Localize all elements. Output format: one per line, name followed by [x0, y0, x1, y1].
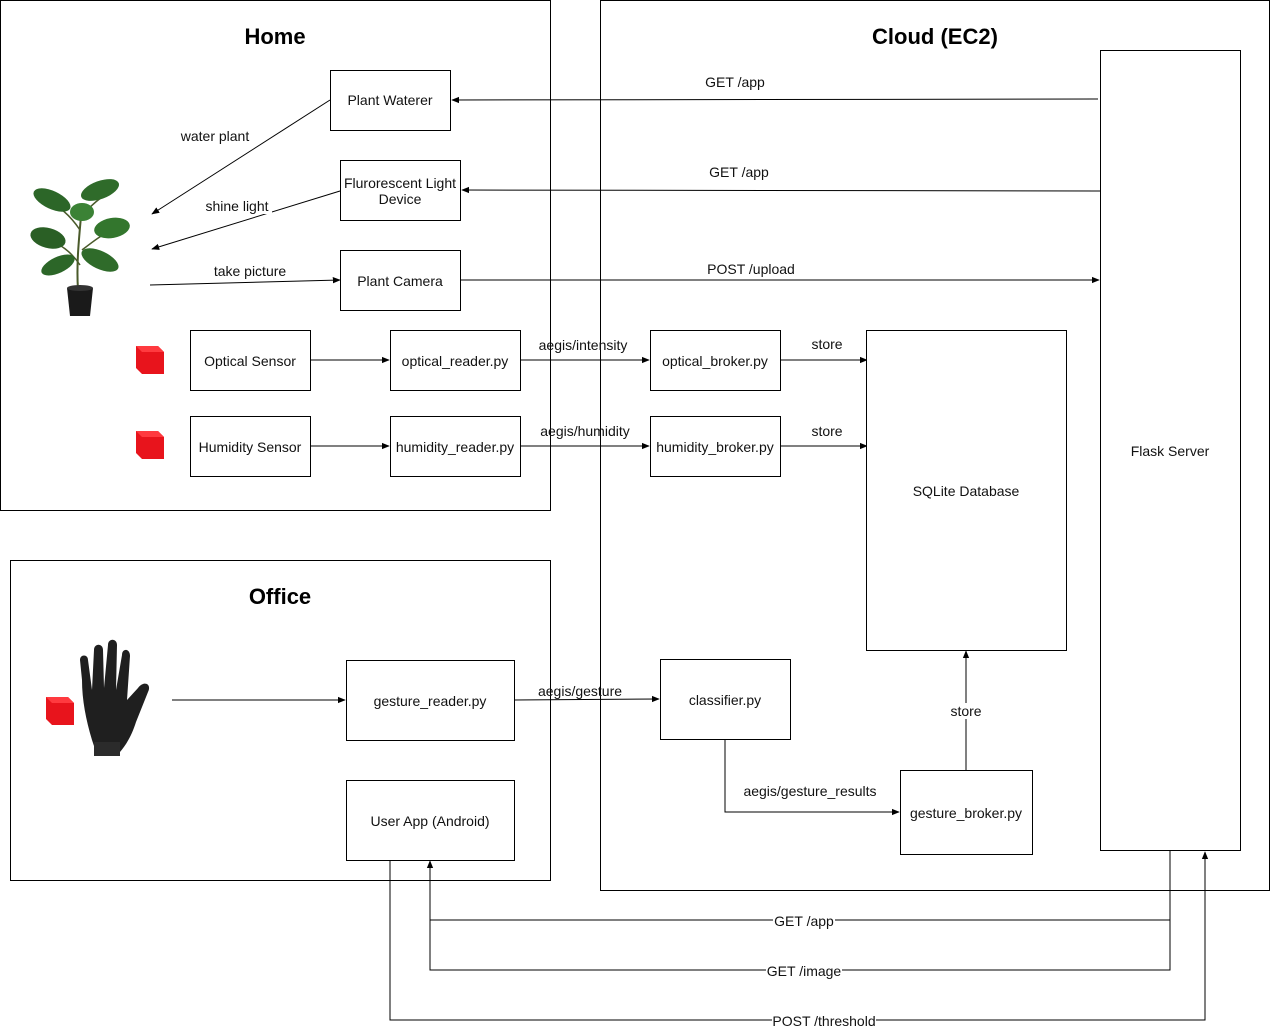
- red-sensor-icon: [46, 697, 74, 725]
- humidity-sensor-label: Humidity Sensor: [199, 439, 302, 455]
- flask-server-label: Flask Server: [1131, 443, 1210, 459]
- light-device-label-line2: Device: [379, 191, 422, 207]
- optical-broker-node: optical_broker.py: [650, 330, 781, 391]
- edge-get-app-light: [461, 186, 1101, 194]
- flask-server-node: Flask Server: [1100, 50, 1241, 851]
- humidity-broker-label: humidity_broker.py: [656, 439, 774, 455]
- plant-waterer-label: Plant Waterer: [347, 92, 432, 108]
- optical-broker-label: optical_broker.py: [662, 353, 768, 369]
- sqlite-database-node: SQLite Database: [866, 330, 1067, 651]
- label-store-optical: store: [811, 336, 842, 352]
- office-title: Office: [249, 584, 311, 609]
- red-sensor-icon: [136, 346, 164, 374]
- optical-sensor-node: Optical Sensor: [190, 330, 311, 391]
- label-get-app-light: GET /app: [709, 164, 769, 180]
- edge-aegis-gesture-results: [724, 740, 900, 816]
- edge-water-plant: [151, 99, 331, 215]
- label-bg-store-gesture: [946, 703, 986, 719]
- humidity-sensor-node: Humidity Sensor: [190, 416, 311, 477]
- gesture-broker-node: gesture_broker.py: [900, 770, 1033, 855]
- label-aegis-gesture-results: aegis/gesture_results: [743, 783, 876, 799]
- plant-camera-label: Plant Camera: [357, 273, 443, 289]
- home-region: [0, 0, 551, 511]
- edge-shine-light: [151, 190, 341, 250]
- label-shine-light: shine light: [205, 198, 268, 214]
- optical-sensor-label: Optical Sensor: [204, 353, 296, 369]
- plant-waterer-node: Plant Waterer: [330, 70, 451, 131]
- humidity-reader-label: humidity_reader.py: [396, 439, 514, 455]
- home-title: Home: [244, 24, 305, 49]
- humidity-broker-node: humidity_broker.py: [650, 416, 781, 477]
- office-region: [10, 560, 551, 881]
- edge-get-app-waterer: [451, 96, 1099, 104]
- glove-icon: [80, 639, 150, 756]
- label-bg-get-image: [766, 963, 842, 979]
- red-sensor-icon: [136, 431, 164, 459]
- label-take-picture: take picture: [214, 263, 287, 279]
- label-water-plant: water plant: [180, 128, 250, 144]
- sqlite-database-label: SQLite Database: [913, 483, 1020, 499]
- label-get-app-waterer: GET /app: [705, 74, 765, 90]
- user-app-label: User App (Android): [370, 813, 489, 829]
- classifier-label: classifier.py: [689, 692, 761, 708]
- optical-reader-node: optical_reader.py: [390, 330, 521, 391]
- gesture-reader-label: gesture_reader.py: [374, 693, 487, 709]
- edge-take-picture: [149, 276, 341, 286]
- classifier-node: classifier.py: [660, 659, 791, 740]
- label-bg-get-app-user: [773, 913, 835, 929]
- label-post-upload: POST /upload: [707, 261, 795, 277]
- user-app-node: User App (Android): [346, 780, 515, 861]
- label-bg-shine-light: [202, 198, 272, 214]
- light-device-label-line1: Flurorescent Light: [344, 175, 456, 191]
- label-post-threshold: POST /threshold: [772, 1013, 875, 1029]
- label-get-image: GET /image: [767, 963, 842, 979]
- humidity-reader-node: humidity_reader.py: [390, 416, 521, 477]
- gesture-broker-label: gesture_broker.py: [910, 805, 1022, 821]
- edge-post-threshold: [389, 851, 1209, 1021]
- label-store-gesture: store: [950, 703, 981, 719]
- cloud-title: Cloud (EC2): [872, 24, 998, 49]
- label-aegis-gesture: aegis/gesture: [538, 683, 622, 699]
- label-store-humidity: store: [811, 423, 842, 439]
- optical-reader-label: optical_reader.py: [402, 353, 509, 369]
- edge-aegis-gesture: [513, 695, 660, 703]
- light-device-node: Flurorescent Light Device: [340, 160, 461, 221]
- plant-camera-node: Plant Camera: [340, 250, 461, 311]
- potted-plant-icon: [30, 179, 130, 316]
- label-get-app-user: GET /app: [774, 913, 834, 929]
- label-bg-post-threshold: [772, 1013, 876, 1029]
- gesture-reader-node: gesture_reader.py: [346, 660, 515, 741]
- label-aegis-intensity: aegis/intensity: [539, 337, 628, 353]
- label-aegis-humidity: aegis/humidity: [540, 423, 630, 439]
- edge-get-app-user: [426, 850, 1171, 921]
